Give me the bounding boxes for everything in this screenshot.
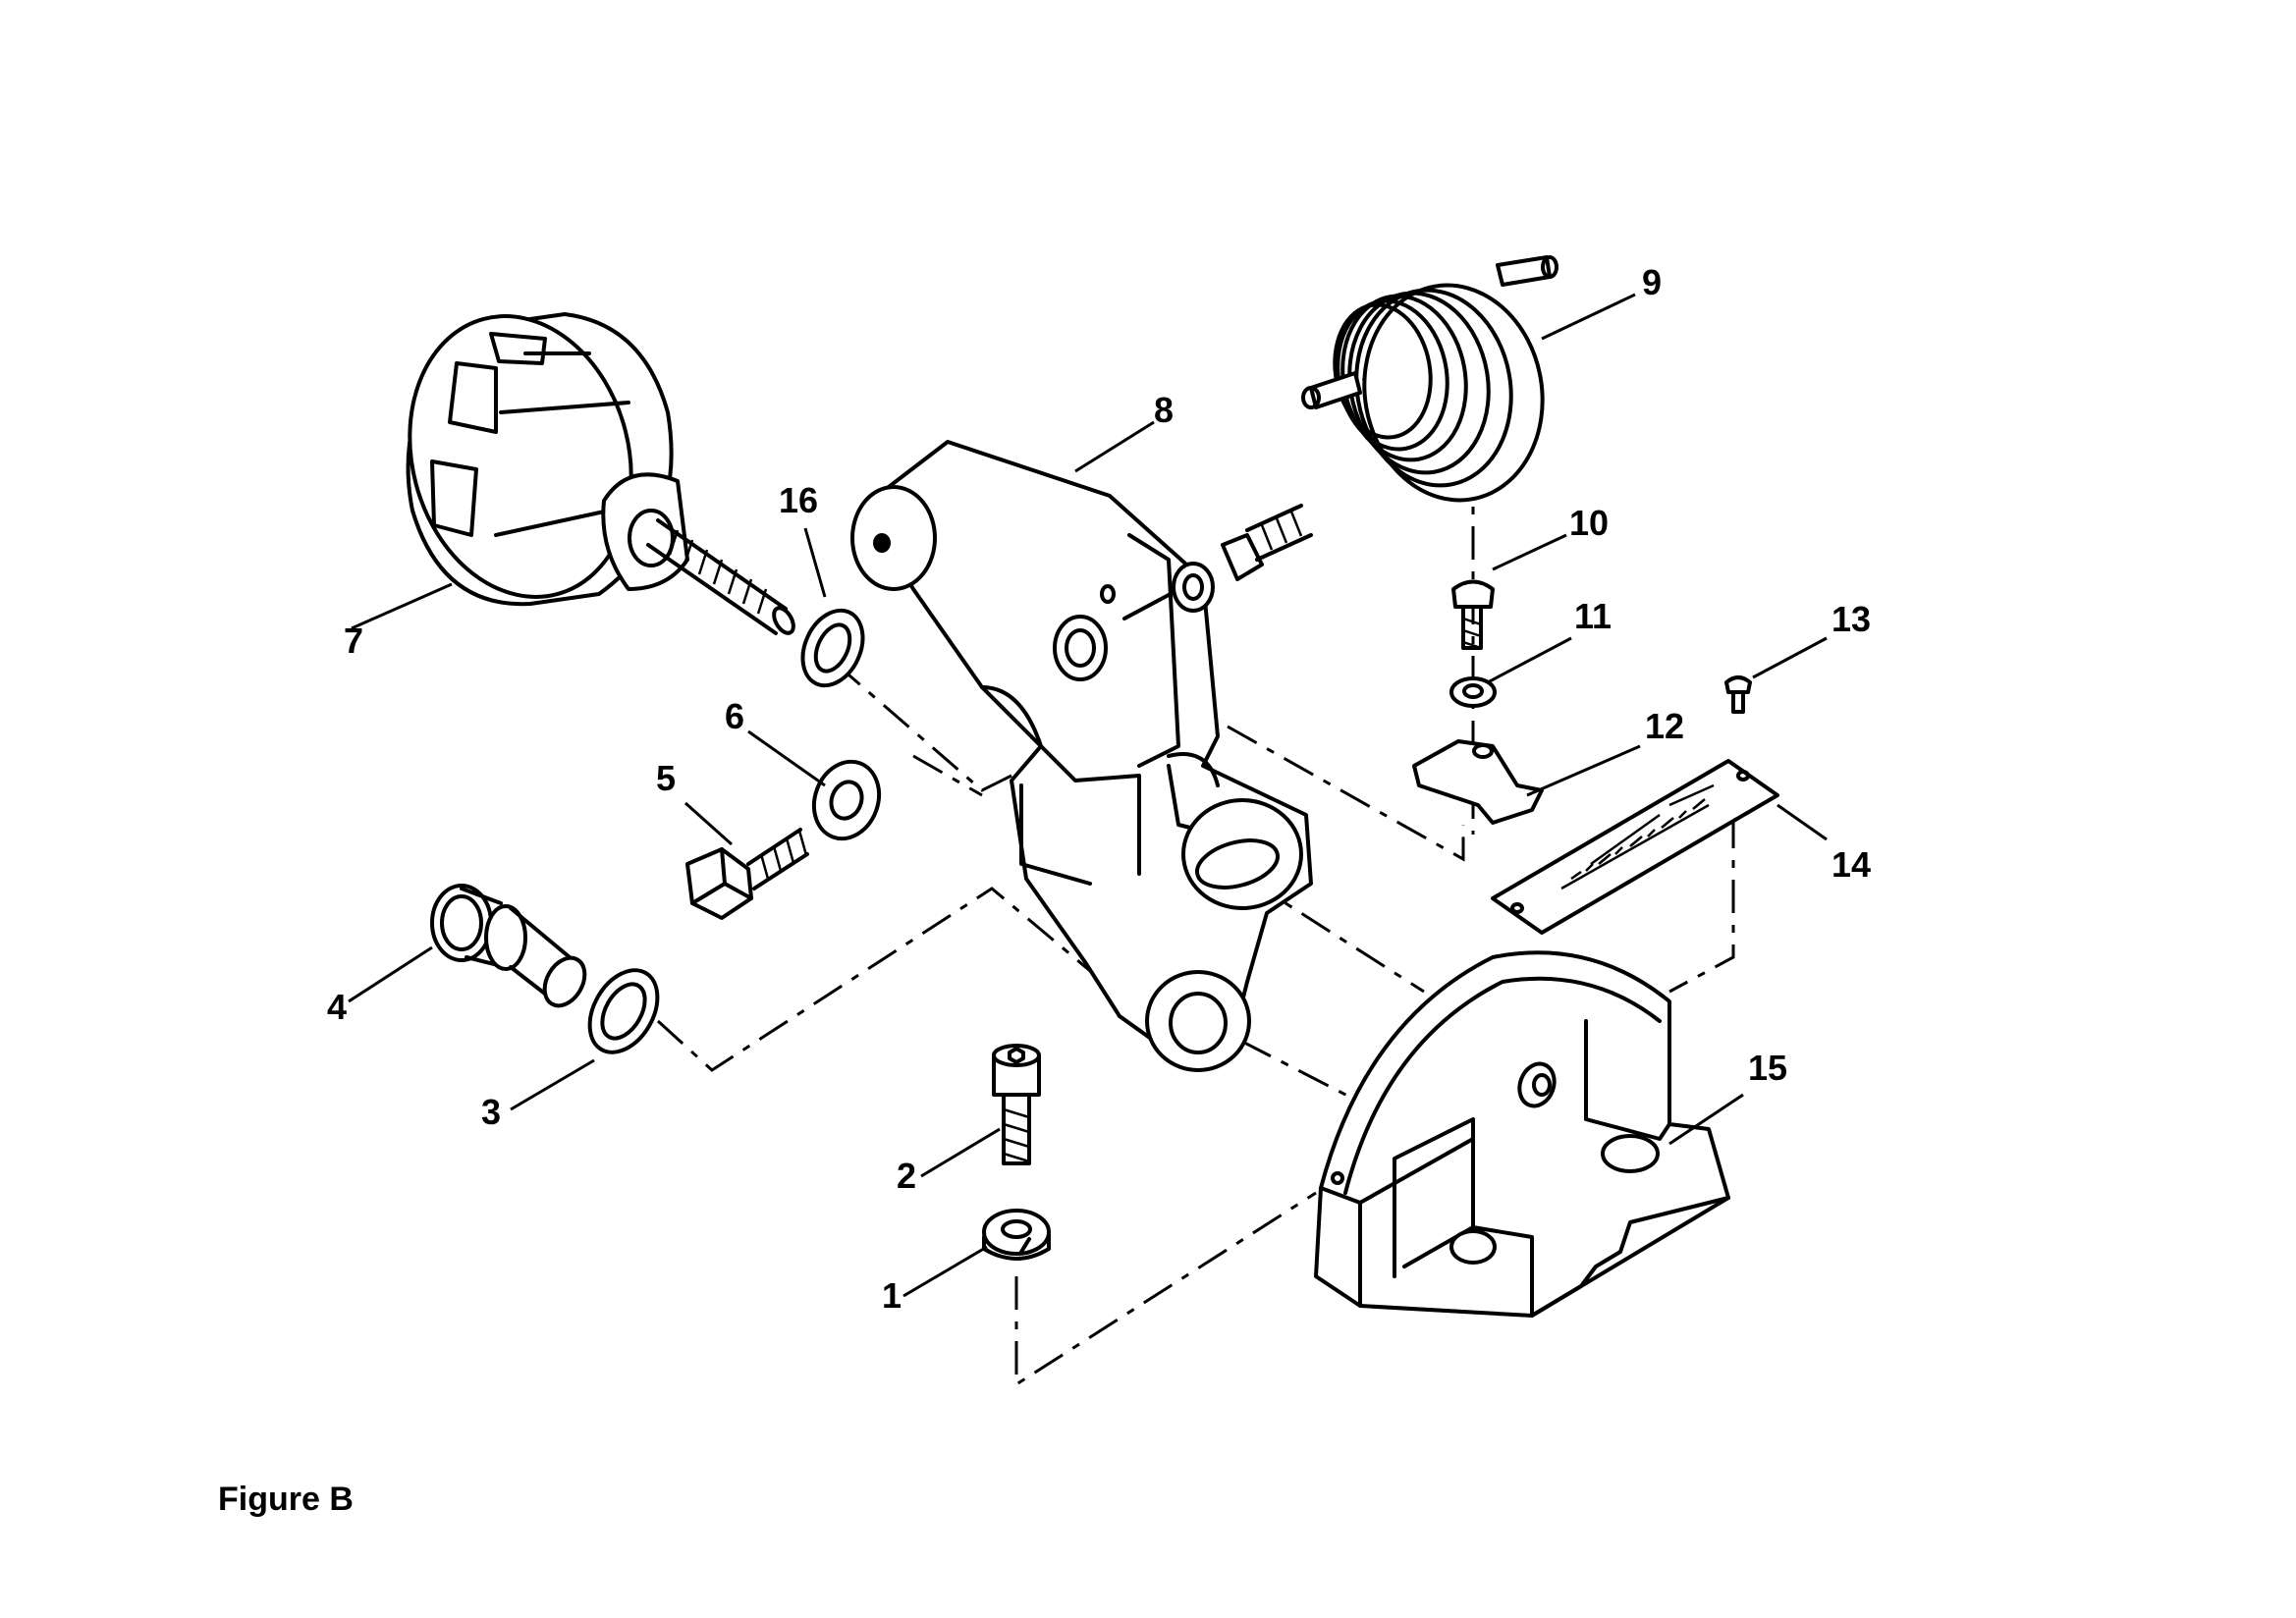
part-label-7: 7: [344, 620, 363, 661]
part-label-8: 8: [1154, 390, 1174, 430]
scale-graduations: [1560, 783, 1715, 890]
part-label-5: 5: [656, 758, 676, 798]
bracket-pivot-boss: [1145, 798, 1303, 1072]
part-14-scale: [1491, 759, 1779, 935]
part-label-11: 11: [1574, 596, 1612, 636]
leader-lines: [348, 293, 1828, 1298]
part-label-14: 14: [1831, 844, 1871, 885]
part-16-washer: [800, 608, 865, 688]
part-5-bolt: [685, 828, 809, 920]
part-8-bracket: [850, 440, 1313, 1072]
bracket-threaded-stud: [1221, 504, 1313, 581]
part-2-cap-screw: [992, 1044, 1041, 1165]
part-4-pin: [430, 884, 587, 1008]
part-12-pointer: [1412, 739, 1544, 825]
part-label-10: 10: [1569, 503, 1609, 543]
part-7-knob: [406, 312, 795, 635]
part-number-labels: 1 2 3 4 5 6 7 8 9 10 11 12 13 14 15 16: [327, 262, 1871, 1316]
figure-caption: Figure B: [218, 1481, 354, 1518]
part-label-12: 12: [1645, 706, 1684, 746]
part-3-washer: [587, 968, 660, 1054]
part-label-9: 9: [1642, 262, 1662, 302]
part-6-washer: [811, 759, 882, 841]
part-11-washer: [1449, 676, 1497, 708]
part-13-screw: [1724, 675, 1752, 714]
part-label-1: 1: [882, 1275, 902, 1316]
part-label-4: 4: [327, 987, 347, 1027]
part-9-spring: [1301, 255, 1558, 503]
part-label-15: 15: [1748, 1048, 1787, 1088]
knob-threaded-shaft: [646, 518, 795, 635]
part-label-13: 13: [1831, 599, 1871, 639]
part-label-16: 16: [779, 480, 818, 520]
part-10-screw: [1451, 579, 1495, 650]
part-1-lock-washer: [982, 1209, 1051, 1261]
part-15-base: [1314, 950, 1730, 1318]
part-label-6: 6: [725, 696, 744, 736]
part-label-3: 3: [481, 1092, 501, 1132]
part-label-2: 2: [897, 1156, 916, 1196]
